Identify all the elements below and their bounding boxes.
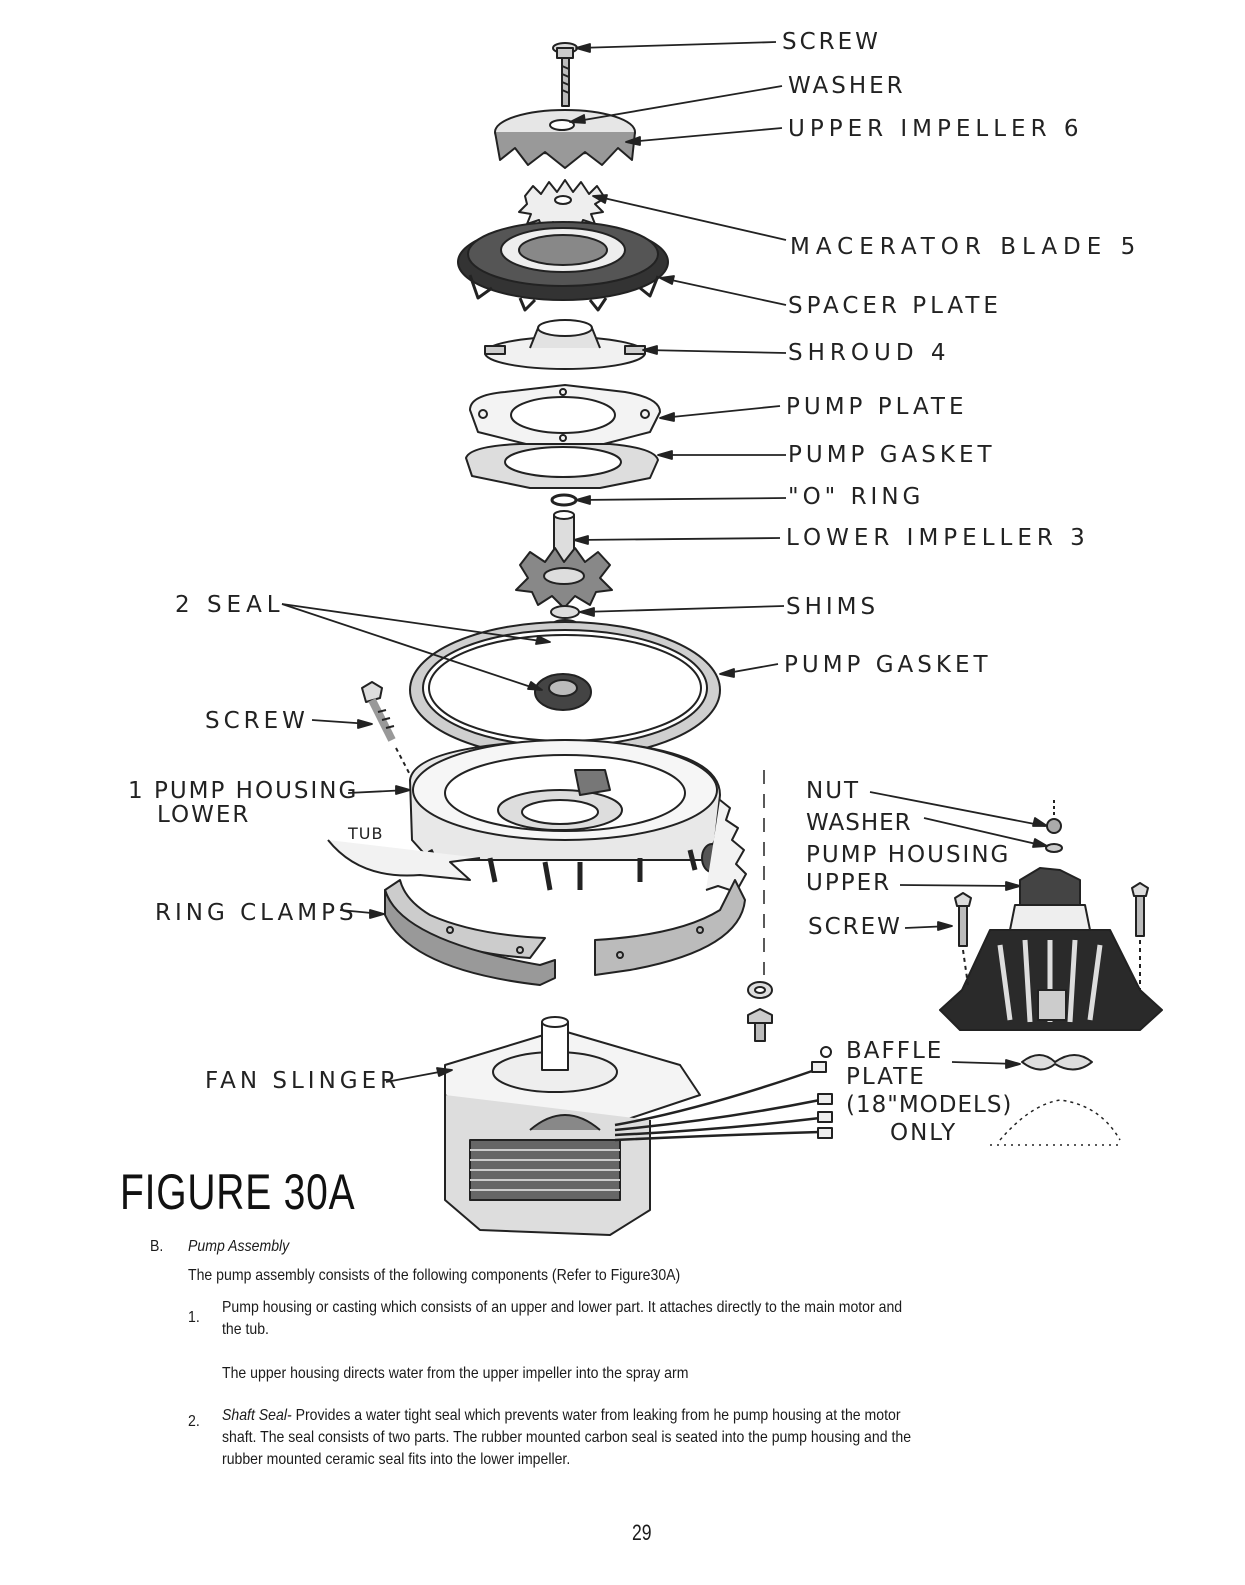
- motor-part: [444, 1016, 833, 1236]
- label-o-ring: "O" RING: [788, 484, 925, 510]
- spacer-plate-part: [457, 221, 669, 312]
- item-1-number: 1.: [188, 1309, 200, 1326]
- label-baffle-3: (18"MODELS): [846, 1092, 1013, 1118]
- label-tub: TUB: [348, 824, 384, 843]
- label-pump-gasket-lower: PUMP GASKET: [784, 652, 992, 678]
- label-baffle-1: BAFFLE: [846, 1038, 944, 1064]
- item-2-line-1-wrap: Shaft Seal- Provides a water tight seal …: [222, 1406, 901, 1425]
- item-2-line-2: shaft. The seal consists of two parts. T…: [222, 1429, 912, 1446]
- item-1-line-2: the tub.: [222, 1321, 269, 1338]
- leader-lines: [281, 41, 1048, 1083]
- left-screw-part: [361, 681, 419, 791]
- pump-housing-lower-part: [327, 739, 747, 893]
- label-pump-plate: PUMP PLATE: [786, 394, 968, 420]
- ring-clamps-part: [384, 879, 746, 986]
- item-2-line-3: rubber mounted ceramic seal fits into th…: [222, 1451, 571, 1468]
- pump-exploded-diagram: [281, 41, 1163, 1236]
- label-screw-left: SCREW: [205, 708, 309, 734]
- label-screw-right: SCREW: [808, 914, 902, 940]
- top-screw-part: [552, 42, 578, 107]
- pump-plate-part: [469, 384, 661, 446]
- label-upper-impeller: UPPER IMPELLER 6: [788, 116, 1084, 142]
- label-pump-housing-lower-1: 1 PUMP HOUSING: [128, 778, 359, 804]
- item-2-term: Shaft Seal-: [222, 1407, 292, 1424]
- section-heading: Pump Assembly: [188, 1238, 290, 1255]
- label-pump-housing-upper-2: UPPER: [806, 870, 892, 896]
- shroud-part: [484, 319, 646, 370]
- pump-housing-upper-part: [939, 800, 1163, 1031]
- section-letter: B.: [150, 1238, 164, 1255]
- label-shims: SHIMS: [786, 594, 880, 620]
- label-pump-housing-lower-2: LOWER: [157, 802, 251, 828]
- drain-fittings-part: [747, 770, 773, 1042]
- macerator-blade-part: [518, 179, 606, 233]
- label-fan-slinger: FAN SLINGER: [205, 1068, 401, 1094]
- label-macerator-blade: MACERATOR BLADE 5: [790, 234, 1142, 260]
- pump-gasket-upper-part: [465, 443, 659, 489]
- label-seal: 2 SEAL: [175, 592, 285, 618]
- label-baffle-4: ONLY: [890, 1120, 958, 1146]
- label-ring-clamps: RING CLAMPS: [155, 900, 358, 926]
- item-2-number: 2.: [188, 1413, 200, 1430]
- label-nut: NUT: [806, 778, 861, 804]
- label-pump-housing-upper-1: PUMP HOUSING: [806, 842, 1011, 868]
- lower-impeller-part: [515, 510, 613, 609]
- right-screws-part: [954, 882, 1149, 990]
- label-screw-top: SCREW: [782, 29, 881, 55]
- label-spacer-plate: SPACER PLATE: [788, 293, 1002, 319]
- baffle-plate-part: [990, 1054, 1121, 1146]
- o-ring-part: [550, 493, 578, 507]
- label-washer-top: WASHER: [788, 73, 906, 99]
- section-intro: The pump assembly consists of the follow…: [188, 1267, 681, 1284]
- page-number: 29: [632, 1520, 652, 1545]
- figure-title: FIGURE 30A: [120, 1164, 356, 1220]
- label-washer-right: WASHER: [806, 810, 912, 836]
- pump-gasket-lower-part: [409, 621, 721, 759]
- label-pump-gasket-upper: PUMP GASKET: [788, 442, 996, 468]
- label-lower-impeller: LOWER IMPELLER 3: [786, 525, 1090, 551]
- item-1-extra: The upper housing directs water from the…: [222, 1365, 689, 1382]
- label-shroud: SHROUD 4: [788, 340, 951, 366]
- upper-impeller-part: [494, 109, 636, 169]
- label-baffle-2: PLATE: [846, 1064, 926, 1090]
- item-2-line-1: Provides a water tight seal which preven…: [295, 1407, 901, 1424]
- item-1-line-1: Pump housing or casting which consists o…: [222, 1299, 903, 1316]
